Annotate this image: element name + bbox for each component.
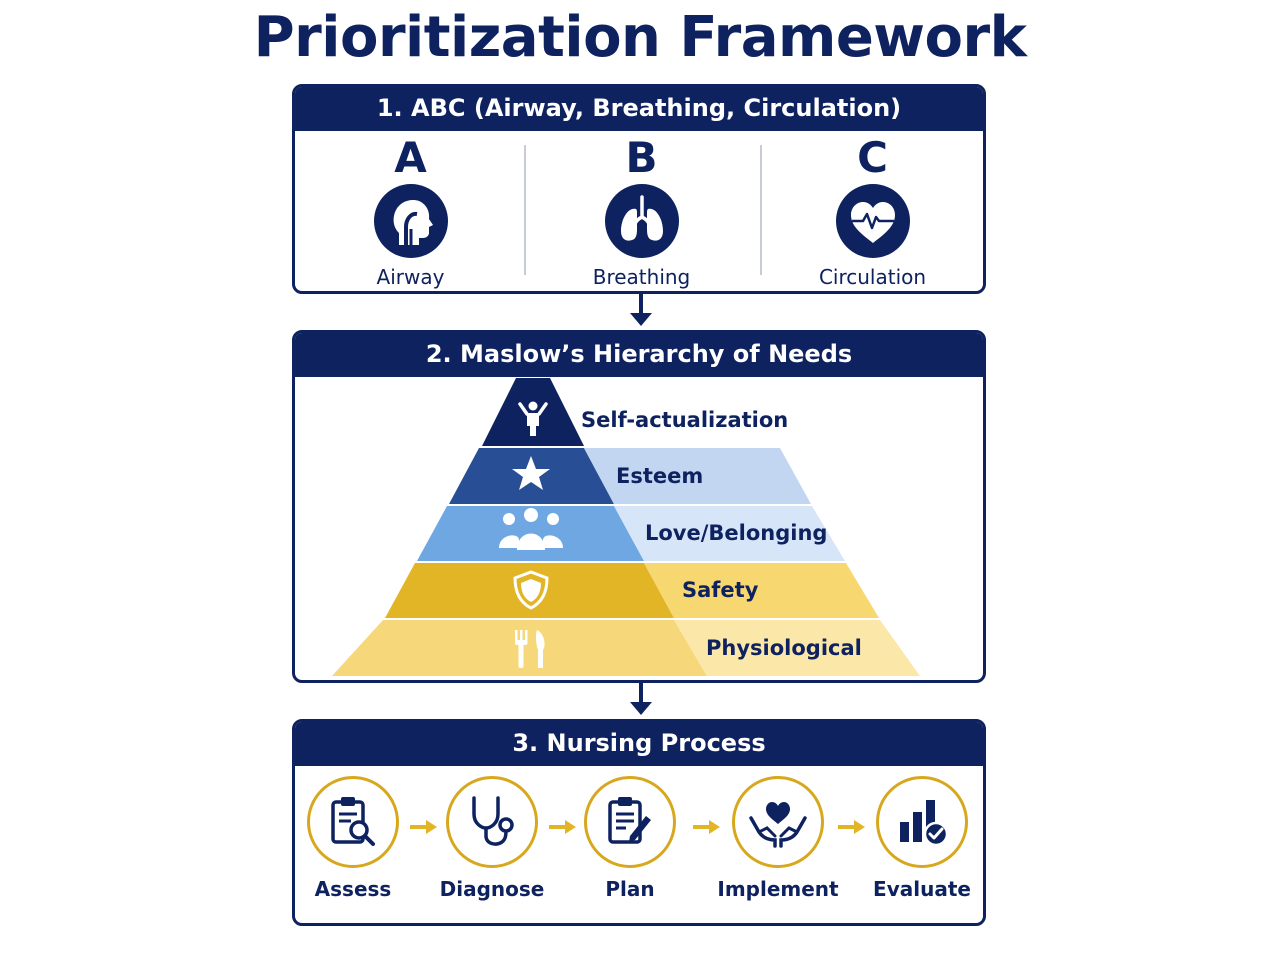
abc-label: Circulation — [818, 265, 927, 289]
bar-chart-check-icon — [900, 800, 949, 847]
step-assess: Assess — [298, 776, 408, 902]
airway-head-icon — [373, 184, 448, 258]
star-icon — [512, 456, 550, 490]
step-label: Plan — [605, 877, 655, 901]
pyramid-tier-self-actualization — [482, 378, 584, 446]
step-arrow — [549, 820, 576, 834]
stethoscope-icon — [472, 796, 514, 846]
step-arrow — [693, 820, 720, 834]
pyramid-tier-physiological — [332, 620, 920, 676]
pyramid-label-physiological: Physiological — [706, 636, 862, 660]
nursing-process-panel: 3. Nursing Process Assess Diag — [292, 719, 986, 926]
step-evaluate: Evaluate — [867, 776, 977, 902]
step-arrow — [838, 820, 865, 834]
abc-panel-header: 1. ABC (Airway, Breathing, Circulation) — [295, 87, 983, 131]
page-title: Prioritization Framework — [253, 5, 1027, 70]
abc-panel: 1. ABC (Airway, Breathing, Circulation) … — [292, 84, 986, 294]
abc-letter: A — [394, 133, 427, 182]
abc-letter: B — [625, 133, 658, 182]
step-label: Assess — [314, 877, 392, 901]
abc-letter: C — [857, 133, 888, 182]
clipboard-pencil-icon — [608, 797, 651, 844]
abc-item-breathing: B Breathing — [526, 133, 757, 290]
abc-divider — [524, 145, 526, 275]
abc-label: Airway — [376, 265, 445, 289]
abc-item-circulation: C Circulation — [757, 133, 983, 290]
pyramid-label-esteem: Esteem — [616, 464, 704, 488]
people-group-icon — [499, 508, 563, 550]
heart-pulse-icon — [835, 184, 910, 258]
hands-heart-icon — [749, 802, 807, 848]
step-arrow — [410, 820, 437, 834]
step-label: Implement — [717, 877, 839, 901]
flow-down-arrow — [630, 293, 652, 326]
pyramid-tier-esteem — [449, 448, 811, 504]
step-plan: Plan — [575, 776, 685, 902]
abc-label: Breathing — [592, 265, 691, 289]
person-arms-raised-icon — [518, 401, 548, 436]
lungs-icon — [604, 184, 679, 258]
abc-divider — [760, 145, 762, 275]
abc-item-airway: A Airway — [295, 135, 526, 289]
pyramid-label-love-belonging: Love/Belonging — [645, 521, 828, 545]
maslow-pyramid — [332, 378, 920, 676]
pyramid-label-self-actualization: Self-actualization — [581, 408, 789, 432]
clipboard-search-icon — [331, 797, 375, 846]
pyramid-tier-safety — [385, 563, 879, 618]
shield-icon — [513, 570, 549, 610]
fork-knife-icon — [515, 630, 545, 668]
step-implement: Implement — [717, 776, 839, 902]
flow-down-arrow — [630, 682, 652, 715]
step-label: Diagnose — [439, 877, 545, 901]
step-diagnose: Diagnose — [437, 776, 547, 902]
step-label: Evaluate — [873, 877, 971, 901]
maslow-panel-header: 2. Maslow’s Hierarchy of Needs — [295, 333, 983, 377]
nursing-process-panel-header: 3. Nursing Process — [295, 722, 983, 766]
pyramid-tier-love-belonging — [417, 506, 845, 561]
pyramid-label-safety: Safety — [682, 578, 759, 602]
maslow-panel: 2. Maslow’s Hierarchy of Needs — [292, 330, 986, 683]
